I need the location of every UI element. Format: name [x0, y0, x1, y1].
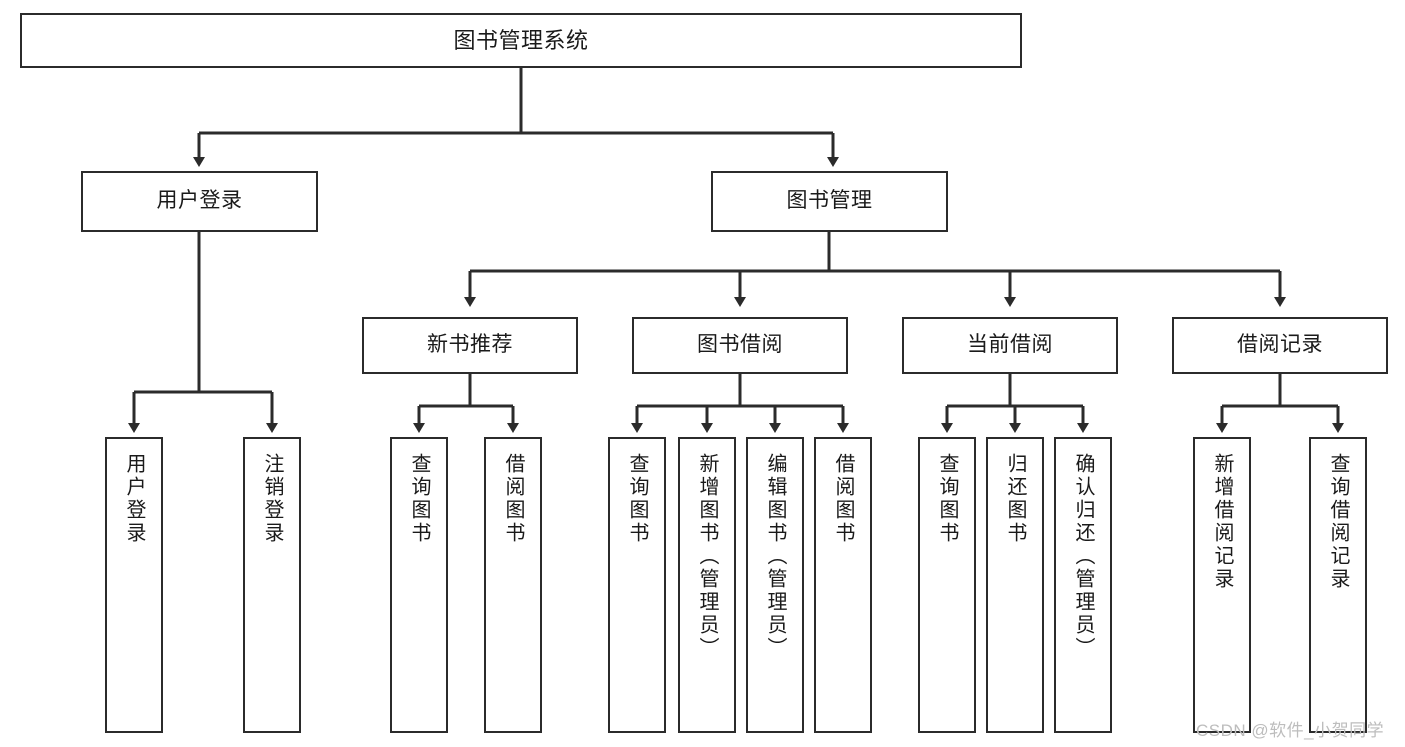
leaf-label: 编辑图书（管理员） [764, 453, 786, 660]
node-current-borrow[interactable]: 当前借阅 [902, 317, 1118, 374]
leaf-borrow-add-book[interactable]: 新增图书（管理员） [678, 437, 736, 733]
node-new-book-recommend[interactable]: 新书推荐 [362, 317, 578, 374]
node-root-label: 图书管理系统 [453, 27, 589, 53]
leaf-label: 确认归还（管理员） [1072, 453, 1094, 660]
leaf-label: 查询图书 [626, 453, 648, 545]
node-book-management[interactable]: 图书管理 [711, 171, 948, 232]
node-user-login[interactable]: 用户登录 [81, 171, 318, 232]
watermark: CSDN @软件_小贺同学 [1196, 721, 1385, 740]
node-new-book-recommend-label: 新书推荐 [427, 333, 513, 357]
node-book-borrow-label: 图书借阅 [697, 333, 783, 357]
node-root[interactable]: 图书管理系统 [20, 13, 1022, 68]
leaf-recommend-query-book[interactable]: 查询图书 [390, 437, 448, 733]
leaf-label: 借阅图书 [832, 453, 854, 545]
leaf-label: 借阅图书 [502, 453, 524, 545]
leaf-label: 查询图书 [936, 453, 958, 545]
node-borrow-record[interactable]: 借阅记录 [1172, 317, 1388, 374]
leaf-label: 用户登录 [123, 453, 145, 545]
leaf-label: 归还图书 [1004, 453, 1026, 545]
node-book-borrow[interactable]: 图书借阅 [632, 317, 848, 374]
leaf-user-login-signin[interactable]: 用户登录 [105, 437, 163, 733]
leaf-borrow-borrow-book[interactable]: 借阅图书 [814, 437, 872, 733]
leaf-record-add-record[interactable]: 新增借阅记录 [1193, 437, 1251, 733]
leaf-current-confirm-return[interactable]: 确认归还（管理员） [1054, 437, 1112, 733]
leaf-label: 查询借阅记录 [1327, 453, 1349, 591]
node-borrow-record-label: 借阅记录 [1237, 333, 1323, 357]
leaf-label: 注销登录 [261, 453, 283, 545]
leaf-user-login-signout[interactable]: 注销登录 [243, 437, 301, 733]
leaf-label: 新增借阅记录 [1211, 453, 1233, 591]
node-current-borrow-label: 当前借阅 [967, 333, 1053, 357]
leaf-label: 查询图书 [408, 453, 430, 545]
leaf-borrow-edit-book[interactable]: 编辑图书（管理员） [746, 437, 804, 733]
leaf-recommend-borrow-book[interactable]: 借阅图书 [484, 437, 542, 733]
leaf-borrow-query-book[interactable]: 查询图书 [608, 437, 666, 733]
leaf-label: 新增图书（管理员） [696, 453, 718, 660]
leaf-record-query-record[interactable]: 查询借阅记录 [1309, 437, 1367, 733]
leaf-current-return-book[interactable]: 归还图书 [986, 437, 1044, 733]
node-user-login-label: 用户登录 [156, 189, 243, 213]
leaf-current-query-book[interactable]: 查询图书 [918, 437, 976, 733]
node-book-management-label: 图书管理 [786, 189, 873, 213]
